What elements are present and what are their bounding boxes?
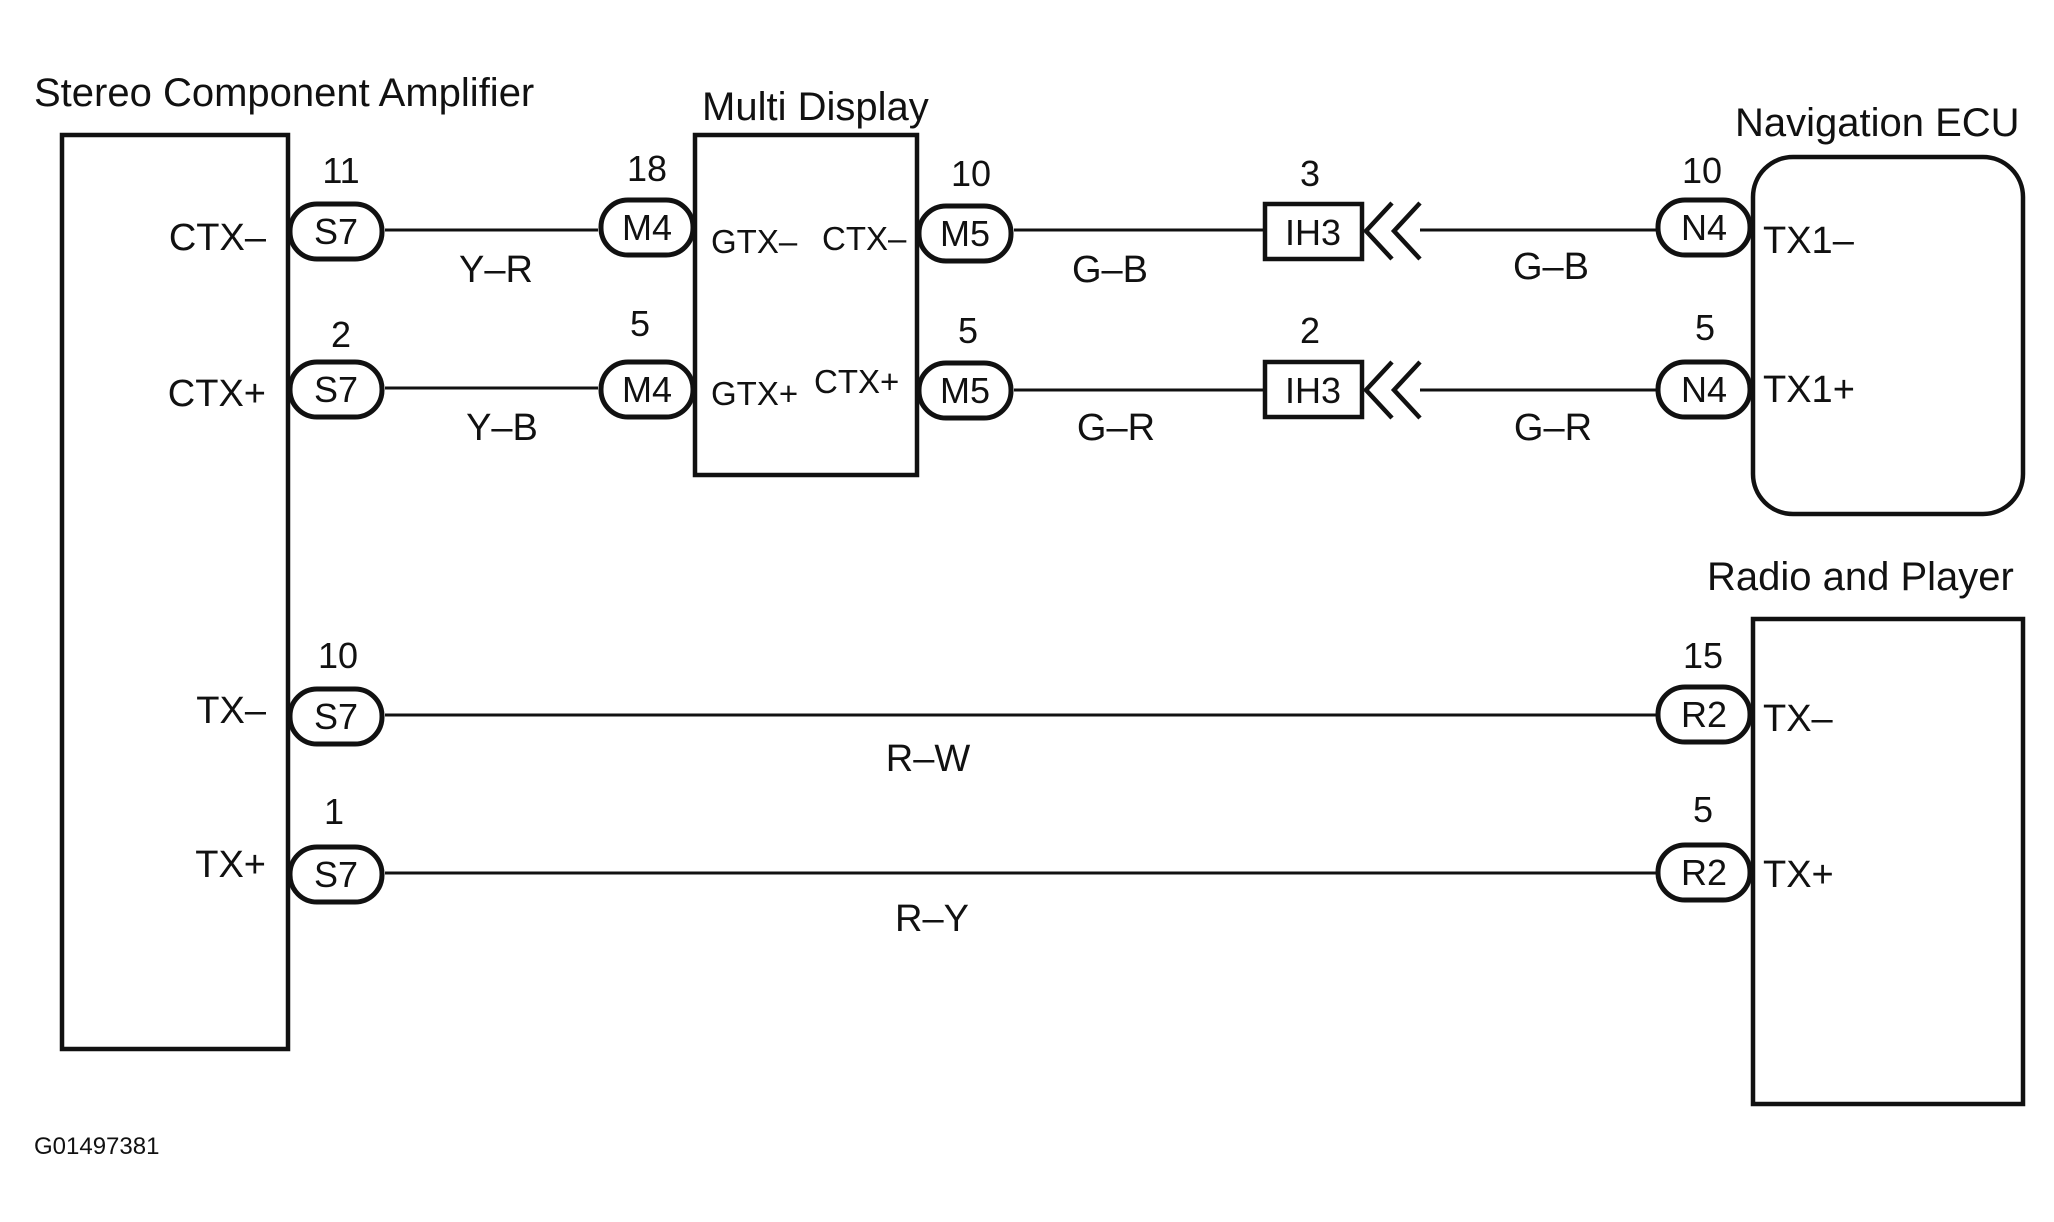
svg-text:S7: S7 bbox=[314, 854, 358, 895]
wire-color-r-y: R–Y bbox=[895, 898, 969, 940]
amp-terminal-tx-plus: TX+ bbox=[195, 844, 266, 886]
pin-s7-10: 10 bbox=[318, 635, 358, 676]
svg-text:M5: M5 bbox=[940, 213, 990, 254]
radio-player-title: Radio and Player bbox=[1707, 555, 2014, 599]
connector-m5-row1: M5 bbox=[916, 203, 1014, 264]
svg-text:S7: S7 bbox=[314, 369, 358, 410]
amp-terminal-tx-minus: TX– bbox=[196, 690, 267, 732]
pin-n4-5: 5 bbox=[1695, 307, 1715, 348]
svg-text:M4: M4 bbox=[622, 207, 672, 248]
svg-text:R2: R2 bbox=[1681, 694, 1727, 735]
connector-m4-row1: M4 bbox=[598, 197, 696, 258]
pin-n4-10: 10 bbox=[1682, 150, 1722, 191]
multi-display-title: Multi Display bbox=[702, 85, 929, 129]
connector-s7-row4: S7 bbox=[287, 844, 385, 905]
wire-color-g-r-right: G–R bbox=[1514, 407, 1592, 449]
amp-terminal-ctx-plus: CTX+ bbox=[168, 373, 266, 415]
connector-s7-row1: S7 bbox=[287, 201, 385, 262]
svg-text:R2: R2 bbox=[1681, 852, 1727, 893]
svg-text:IH3: IH3 bbox=[1285, 370, 1341, 411]
md-terminal-ctx-minus: CTX– bbox=[822, 220, 907, 257]
connector-ih3-row2: IH3 bbox=[1262, 359, 1422, 420]
pin-m5-10: 10 bbox=[951, 153, 991, 194]
svg-text:S7: S7 bbox=[314, 696, 358, 737]
md-terminal-gtx-plus: GTX+ bbox=[711, 375, 798, 412]
wire-color-y-b: Y–B bbox=[466, 407, 538, 449]
pin-m5-5: 5 bbox=[958, 310, 978, 351]
connector-m4-row2: M4 bbox=[598, 359, 696, 420]
connector-s7-row2: S7 bbox=[287, 359, 385, 420]
junction-chevron-icon bbox=[1390, 360, 1422, 420]
pin-ih3-3: 3 bbox=[1300, 153, 1320, 194]
connector-r2-row1: R2 bbox=[1655, 684, 1753, 745]
svg-text:N4: N4 bbox=[1681, 369, 1727, 410]
pin-m4-5: 5 bbox=[630, 303, 650, 344]
amplifier-box bbox=[59, 132, 291, 1052]
connector-s7-row3: S7 bbox=[287, 686, 385, 747]
svg-text:N4: N4 bbox=[1681, 207, 1727, 248]
figure-code: G01497381 bbox=[34, 1133, 159, 1160]
connector-m5-row2: M5 bbox=[916, 360, 1014, 421]
junction-chevron-icon bbox=[1390, 201, 1422, 261]
md-terminal-ctx-plus: CTX+ bbox=[814, 363, 899, 400]
radio-player-box bbox=[1750, 616, 2026, 1107]
pin-s7-1: 1 bbox=[324, 791, 344, 832]
wire-color-r-w: R–W bbox=[886, 738, 971, 780]
nav-terminal-tx1-plus: TX1+ bbox=[1763, 369, 1855, 411]
amplifier-title: Stereo Component Amplifier bbox=[34, 71, 534, 115]
navigation-ecu-box bbox=[1750, 154, 2026, 517]
pin-s7-11: 11 bbox=[322, 150, 359, 191]
wire-color-y-r: Y–R bbox=[459, 249, 533, 291]
radio-terminal-tx-plus: TX+ bbox=[1763, 854, 1834, 896]
wire-color-g-r-left: G–R bbox=[1077, 407, 1155, 449]
pin-r2-5: 5 bbox=[1693, 789, 1713, 830]
connector-n4-row2: N4 bbox=[1655, 359, 1753, 420]
junction-chevron-icon bbox=[1362, 360, 1394, 420]
navigation-ecu-title: Navigation ECU bbox=[1735, 101, 2020, 145]
connector-r2-row2: R2 bbox=[1655, 842, 1753, 903]
connector-ih3-row1: IH3 bbox=[1262, 201, 1422, 262]
connector-n4-row1: N4 bbox=[1655, 197, 1753, 258]
pin-m4-18: 18 bbox=[627, 148, 667, 189]
junction-chevron-icon bbox=[1362, 201, 1394, 261]
svg-text:IH3: IH3 bbox=[1285, 212, 1341, 253]
multi-display-box bbox=[692, 132, 920, 478]
svg-text:M5: M5 bbox=[940, 370, 990, 411]
pin-s7-2: 2 bbox=[331, 314, 351, 355]
radio-terminal-tx-minus: TX– bbox=[1763, 698, 1834, 740]
svg-text:S7: S7 bbox=[314, 211, 358, 252]
svg-text:M4: M4 bbox=[622, 369, 672, 410]
pin-ih3-2: 2 bbox=[1300, 310, 1320, 351]
pin-r2-15: 15 bbox=[1683, 635, 1723, 676]
wire-color-g-b-left: G–B bbox=[1072, 249, 1148, 291]
wire-color-g-b-right: G–B bbox=[1513, 246, 1589, 288]
nav-terminal-tx1-minus: TX1– bbox=[1763, 220, 1855, 262]
amp-terminal-ctx-minus: CTX– bbox=[169, 217, 267, 259]
md-terminal-gtx-minus: GTX– bbox=[711, 223, 798, 260]
